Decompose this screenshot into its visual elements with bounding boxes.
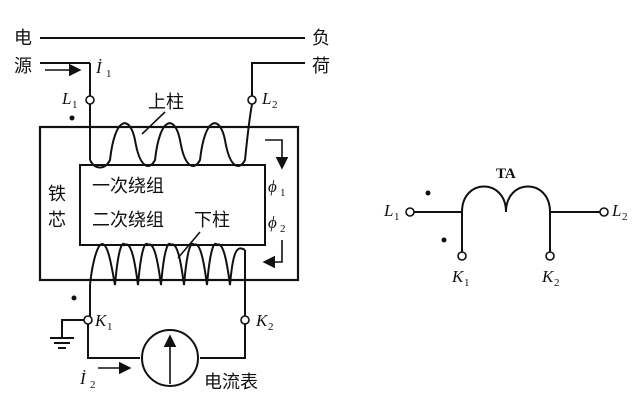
ta-l2-subscript: 2 xyxy=(622,211,628,223)
secondary-winding xyxy=(89,242,246,286)
phi2-symbol: ϕ xyxy=(268,213,277,232)
core-label-2: 芯 xyxy=(48,210,66,231)
terminal-l2 xyxy=(247,95,257,105)
source-label-1: 电 xyxy=(14,28,32,49)
i1-subscript: 1 xyxy=(106,68,112,80)
k1-label: K xyxy=(94,311,108,330)
ta-coil xyxy=(461,185,551,213)
phi2-subscript: 2 xyxy=(280,223,286,235)
terminal-k1 xyxy=(83,315,93,325)
primary-winding xyxy=(89,103,253,169)
ta-l1-label: L xyxy=(383,201,393,220)
primary-winding-label: 一次绕组 xyxy=(92,176,164,197)
secondary-loop-left xyxy=(87,324,140,359)
polarity-dot-k1 xyxy=(71,295,77,301)
secondary-loop-right xyxy=(200,324,246,359)
phi2-arrow xyxy=(262,240,283,269)
ta-terminal-k1 xyxy=(457,251,467,261)
ta-polarity-dot-l1 xyxy=(425,190,431,196)
ta-k1-label: K xyxy=(451,267,465,286)
polarity-dot-l1 xyxy=(69,115,75,121)
load-label-2: 荷 xyxy=(312,56,330,77)
iron-core-outer xyxy=(38,125,300,282)
ground-lead xyxy=(61,319,84,338)
upper-limb-label: 上柱 xyxy=(148,92,184,113)
k2-subscript: 2 xyxy=(268,321,274,333)
ta-terminal-l1 xyxy=(405,207,415,217)
k1-subscript: 1 xyxy=(107,321,113,333)
lower-limb-label: 下柱 xyxy=(194,210,230,231)
phi1-subscript: 1 xyxy=(280,187,286,199)
ta-terminal-l2 xyxy=(599,207,609,217)
ta-terminal-k2 xyxy=(545,251,555,261)
l2-label: L xyxy=(261,89,271,108)
l2-subscript: 2 xyxy=(272,99,278,111)
i2-symbol: İ xyxy=(79,369,87,388)
l1-label: L xyxy=(61,89,71,108)
ta-k1-subscript: 1 xyxy=(464,277,470,289)
source-label-2: 源 xyxy=(14,56,32,77)
i2-subscript: 2 xyxy=(90,379,96,391)
phi1-arrow xyxy=(265,139,289,170)
terminal-l1 xyxy=(85,95,95,105)
core-label-1: 铁 xyxy=(48,184,66,205)
phi1-symbol: ϕ xyxy=(268,177,277,196)
ta-l2-label: L xyxy=(611,201,621,220)
k2-label: K xyxy=(255,311,269,330)
terminal-k2 xyxy=(240,315,250,325)
secondary-winding-label: 二次绕组 xyxy=(92,210,164,231)
ta-label: TA xyxy=(496,166,516,182)
l1-subscript: 1 xyxy=(72,99,78,111)
ta-polarity-dot-k1 xyxy=(441,237,447,243)
ammeter-label: 电流表 xyxy=(204,372,258,393)
primary-lead-right xyxy=(251,62,305,100)
lower-limb-leader xyxy=(177,231,201,259)
ta-l1-subscript: 1 xyxy=(394,211,400,223)
i1-symbol: İ xyxy=(95,58,103,77)
ta-k2-subscript: 2 xyxy=(554,277,560,289)
load-label-1: 负 xyxy=(312,28,330,49)
upper-limb-leader xyxy=(141,111,166,135)
ta-k2-label: K xyxy=(541,267,555,286)
